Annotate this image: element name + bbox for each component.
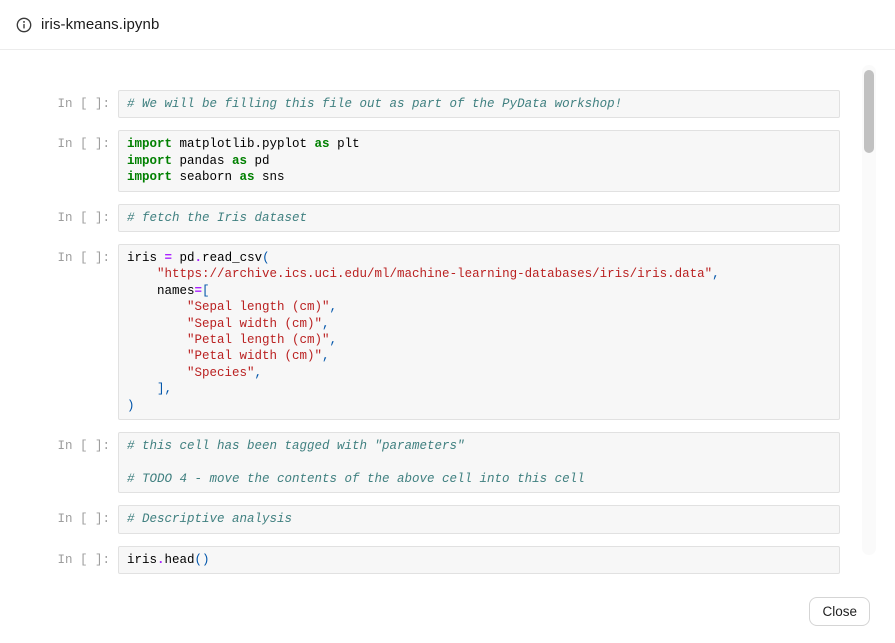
code-token [127,366,187,380]
notebook-cell: In [ ]: # We will be filling this file ou… [55,90,840,119]
code-token: head [164,552,195,567]
cell-prompt: In [ ]: [57,439,110,454]
code-token: , [322,316,330,331]
code-token: as [232,153,248,168]
code-token: ], [157,382,173,397]
code-token: = [194,283,203,298]
code-token: import [127,137,173,152]
file-title: iris-kmeans.ipynb [41,16,160,33]
cell-source: # this cell has been tagged with "parame… [118,432,840,494]
code-token: # Descriptive analysis [127,512,293,527]
code-token: . [157,552,165,567]
modal-header: iris-kmeans.ipynb [0,0,895,50]
code-token: "Sepal width (cm)" [187,316,323,331]
cell-prompt: In [ ]: [57,512,110,527]
cell-source: iris.head() [118,545,840,575]
code-token: iris [127,251,165,266]
code-token: # this cell has been tagged with "parame… [127,439,465,454]
code-token: , [322,349,330,364]
code-token: sns [254,170,285,185]
notebook-cells: In [ ]: # We will be filling this file ou… [0,51,895,585]
code-token: [ [202,283,210,298]
code-token [127,300,187,314]
code-token: "Petal width (cm)" [187,349,323,364]
code-token: iris [127,552,158,567]
cell-prompt: In [ ]: [57,97,110,111]
code-token: "https://archive.ics.uci.edu/ml/machine-… [157,267,713,282]
code-token: read_csv [202,251,263,266]
notebook-cell: In [ ]: # this cell has been tagged with … [55,432,840,494]
cell-prompt: In [ ]: [57,552,110,567]
notebook-cell: In [ ]: iris = pd.read_csv( "https://arch… [55,244,840,421]
close-button[interactable]: Close [809,597,870,626]
code-token: as [239,170,255,185]
info-icon [16,17,32,33]
code-token: , [329,300,338,315]
code-token: , [254,365,263,380]
code-token: ( [262,251,270,266]
code-token: import [127,153,173,168]
code-token: seaborn [172,170,240,185]
notebook-cell: In [ ]: import matplotlib.pyplot as plt i… [55,130,840,192]
code-token: names [127,283,195,298]
code-token: "Petal length (cm)" [187,333,330,348]
notebook-cell: In [ ]: iris.head() [55,545,840,575]
scrollbar-track[interactable] [862,65,876,555]
cell-prompt: In [ ]: [57,251,110,266]
code-token: ) [127,398,135,413]
code-token: = [164,251,173,266]
code-token: () [194,552,210,567]
code-token [127,349,187,363]
code-token: plt [329,137,360,152]
cell-prompt: In [ ]: [57,137,110,152]
code-token [127,267,157,281]
notebook-scroll-area[interactable]: In [ ]: # We will be filling this file ou… [0,51,895,585]
code-token: . [194,251,203,266]
notebook-cell: In [ ]: # fetch the Iris dataset [55,203,840,233]
code-token: # TODO 4 - move the contents of the abov… [127,471,585,486]
cell-source: iris = pd.read_csv( "https://archive.ics… [118,244,840,421]
code-token: pd [172,251,195,266]
code-token: "Sepal length (cm)" [187,300,330,315]
cell-source: # fetch the Iris dataset [118,203,840,233]
code-token: "Species" [187,365,255,380]
code-token: as [314,137,330,152]
code-token: # fetch the Iris dataset [127,210,308,225]
notebook-cell: In [ ]: # Descriptive analysis [55,505,840,534]
code-token: , [329,333,338,348]
scrollbar-thumb[interactable] [864,70,874,153]
code-token: import [127,170,173,185]
cell-source: # Descriptive analysis [118,505,840,534]
code-token: matplotlib.pyplot [172,137,315,152]
code-token [127,317,187,331]
code-token: , [712,267,720,282]
cell-source: import matplotlib.pyplot as plt import p… [118,130,840,192]
code-token [127,333,187,347]
code-token: # We will be filling this file out as pa… [127,97,623,111]
modal-footer: Close [0,585,895,643]
code-token [127,382,157,396]
cell-source: # We will be filling this file out as pa… [118,90,840,119]
code-token: pd [247,153,270,168]
cell-prompt: In [ ]: [57,210,110,225]
code-token: pandas [172,153,233,168]
